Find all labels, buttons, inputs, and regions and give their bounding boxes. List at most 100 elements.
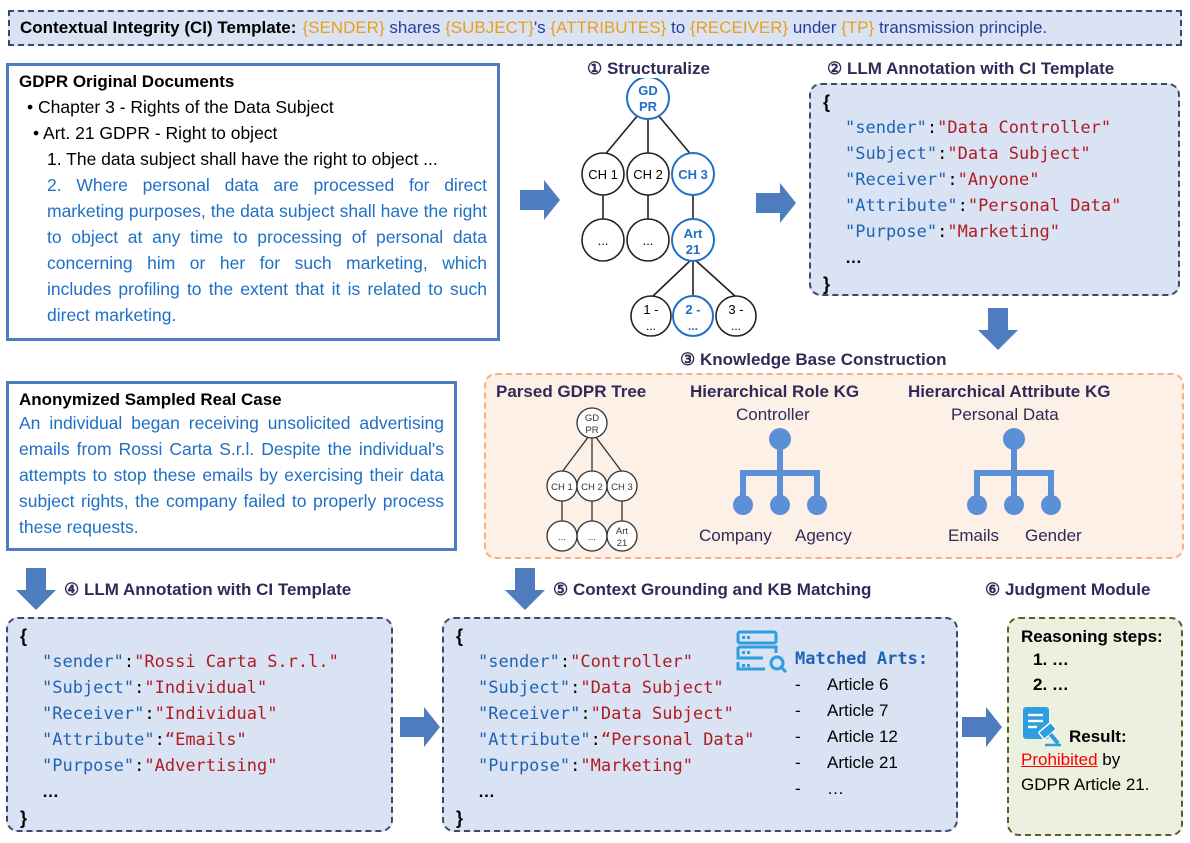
result-row: Result: — [1021, 705, 1169, 747]
code-row: "Purpose":"Advertising" — [20, 753, 379, 779]
database-search-icon — [736, 630, 788, 673]
tree-node-para2: 2 - ... — [672, 295, 714, 337]
step4-annotation-box: { "sender":"Rossi Carta S.r.l.""Subject"… — [6, 617, 393, 832]
svg-text:...: ... — [598, 233, 609, 248]
code-row: "Purpose":"Marketing" — [456, 753, 944, 779]
code-value: "Data Subject" — [947, 144, 1091, 164]
svg-text:CH 3: CH 3 — [678, 167, 708, 182]
tree-node-ch3: CH 3 — [671, 152, 715, 196]
matched-article-label: Article 7 — [827, 701, 889, 720]
banner-template-text: {SENDER} shares {SUBJECT}'s {ATTRIBUTES}… — [302, 18, 1047, 38]
attribute-child-gender: Gender — [1025, 526, 1082, 545]
matched-articles-title: Matched Arts: — [795, 649, 929, 669]
matched-article-item: - Article 6 — [795, 672, 928, 698]
gdpr-documents-box: GDPR Original Documents • Chapter 3 - Ri… — [6, 63, 500, 341]
code-value: "Personal Data" — [967, 196, 1122, 216]
list-dash: - — [795, 675, 801, 694]
real-case-text: An individual began receiving unsolicite… — [19, 413, 444, 537]
code-colon: : — [947, 170, 958, 190]
list-dash: - — [795, 753, 801, 772]
template-placeholder: {SUBJECT} — [445, 18, 534, 37]
code-row: "Attribute":"Personal Data" — [823, 193, 1166, 219]
matched-article-label: Article 21 — [827, 753, 898, 772]
tree-node-ch1-child: ... — [581, 218, 625, 262]
svg-text:CH 2: CH 2 — [633, 167, 663, 182]
reasoning-step-1: 1. … — [1033, 650, 1069, 669]
code-value: "Data Subject" — [580, 678, 724, 698]
code-key: "sender" — [845, 118, 927, 138]
code-row: "Subject":"Individual" — [20, 675, 379, 701]
code-row: "Receiver":"Anyone" — [823, 167, 1166, 193]
svg-text:GD: GD — [585, 413, 599, 424]
matched-article-item: -… — [795, 776, 928, 802]
svg-text:CH 3: CH 3 — [611, 482, 633, 493]
svg-text:...: ... — [558, 532, 566, 543]
ci-template-banner: Contextual Integrity (CI) Template: {SEN… — [8, 10, 1182, 46]
arrow-down-icon — [978, 308, 1018, 350]
matched-article-item: - Article 21 — [795, 750, 928, 776]
svg-text:...: ... — [588, 532, 596, 543]
template-text: shares — [384, 18, 446, 37]
result-label: Result: — [1069, 727, 1127, 746]
step4-title: ④ LLM Annotation with CI Template — [64, 580, 352, 599]
step5-grounding-box: { "sender":"Controller""Subject":"Data S… — [442, 617, 958, 832]
code-key: "Receiver" — [42, 704, 145, 724]
code-value: "Individual" — [144, 678, 268, 698]
reasoning-step-2: 2. … — [1033, 675, 1069, 694]
template-text: 's — [533, 18, 551, 37]
code-key: "Receiver" — [845, 170, 948, 190]
svg-text:CH 2: CH 2 — [581, 482, 603, 493]
code-colon: : — [937, 144, 948, 164]
parsed-gdpr-tree: GD PR CH 1 CH 2 CH 3 ... ... Art 21 — [546, 407, 638, 552]
real-case-box: Anonymized Sampled Real Case An individu… — [6, 381, 457, 551]
step2-title: ② LLM Annotation with CI Template — [827, 59, 1115, 78]
verdict-basis: GDPR Article 21. — [1021, 775, 1150, 794]
role-child-company: Company — [699, 526, 772, 545]
chapter-line: • Chapter 3 - Rights of the Data Subject — [27, 97, 334, 117]
svg-text:PR: PR — [639, 99, 658, 114]
code-colon: : — [570, 756, 581, 776]
template-text: to — [666, 18, 690, 37]
step1-title: ① Structuralize — [587, 59, 710, 78]
code-row: "Purpose":"Marketing" — [823, 219, 1166, 245]
tree-node-ch2-child: ... — [626, 218, 670, 262]
svg-text:...: ... — [731, 319, 741, 333]
code-value: "Marketing" — [947, 222, 1060, 242]
code-value: "Controller" — [570, 652, 693, 672]
matched-articles: Matched Arts: -Article 6-Article 7-Artic… — [795, 646, 928, 802]
code-colon: : — [937, 222, 948, 242]
matched-article-item: -Article 12 — [795, 724, 928, 750]
code-value: "Individual" — [154, 704, 278, 724]
template-placeholder: {TP} — [841, 18, 875, 37]
attribute-kg-title: Hierarchical Attribute KG — [908, 382, 1111, 401]
code-value: "Advertising" — [144, 756, 278, 776]
verdict-suffix: by — [1097, 750, 1121, 769]
role-child-agency: Agency — [795, 526, 852, 545]
code-row: "Receiver":"Data Subject" — [456, 701, 944, 727]
paragraph-2: 2. Where personal data are processed for… — [47, 175, 487, 325]
gdpr-structure-tree: GD PR CH 1 CH 2 CH 3 ... ... Art 21 1 - … — [581, 78, 757, 337]
list-dash: - — [795, 779, 801, 798]
arrow-right-icon — [400, 707, 440, 747]
paragraph-1: 1. The data subject shall have the right… — [47, 149, 438, 169]
judgment-box: Reasoning steps: 1. … 2. … Result: Prohi… — [1007, 617, 1183, 836]
code-key: "Attribute" — [845, 196, 958, 216]
matched-article-label: Article 6 — [827, 675, 889, 694]
step2-annotation-box: { "sender":"Data Controller""Subject":"D… — [809, 83, 1180, 296]
matched-article-label: Article 12 — [827, 727, 898, 746]
verdict-line: Prohibited by — [1021, 747, 1169, 772]
svg-text:21: 21 — [617, 538, 628, 549]
step6-title: ⑥ Judgment Module — [985, 580, 1151, 599]
svg-text:2 -: 2 - — [685, 302, 700, 317]
code-colon: : — [559, 652, 571, 672]
step3-title: ③ Knowledge Base Construction — [680, 350, 947, 369]
arrow-down-icon — [16, 568, 56, 610]
code-row: "Subject":"Data Subject" — [456, 675, 944, 701]
reasoning-title: Reasoning steps: — [1021, 627, 1163, 646]
code-value: "Marketing" — [580, 756, 693, 776]
code-colon: : — [590, 730, 601, 750]
code-key: "sender" — [478, 652, 560, 672]
code-colon: : — [154, 730, 165, 750]
svg-text:3 -: 3 - — [728, 302, 743, 317]
step5-title: ⑤ Context Grounding and KB Matching — [553, 580, 872, 599]
